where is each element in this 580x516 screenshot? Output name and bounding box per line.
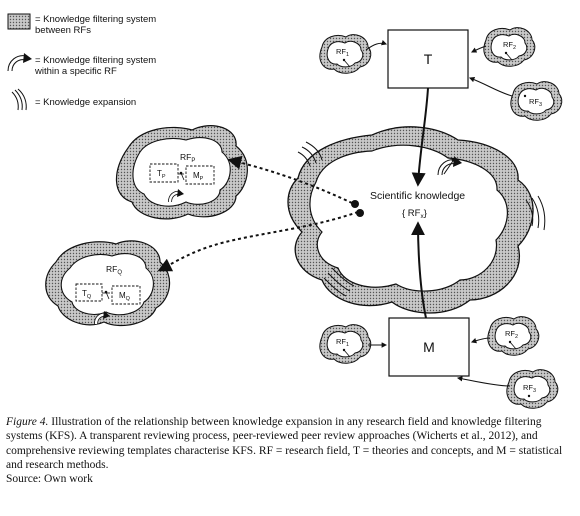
theory-box-label: T [424, 51, 433, 67]
rf-p-label: RFP [180, 152, 195, 164]
small-rf-t1: RF1 [319, 34, 372, 74]
expansion-waves-center-bottom [323, 267, 355, 297]
methods-box-label: M [423, 339, 435, 355]
scientific-knowledge-field: Scientific knowledge { RFx} [287, 126, 546, 314]
svg-text:TQ: TQ [82, 289, 92, 300]
rf-q-filter-icon [94, 311, 110, 325]
svg-text:RF2: RF2 [505, 329, 518, 340]
svg-text:RF3: RF3 [529, 97, 542, 108]
small-rf-t2: RF2 [483, 27, 536, 67]
center-to-rf-q-arrow [157, 211, 359, 272]
rf-p-field: RFP TP MP [115, 125, 248, 220]
rf1-to-theory-arrow [365, 40, 388, 51]
legend-item-2-line1: = Knowledge filtering system [35, 55, 156, 66]
figure-caption: Figure 4. Illustration of the relationsh… [6, 415, 574, 486]
svg-text:RF2: RF2 [503, 40, 516, 51]
methods-box: M [388, 317, 470, 377]
expansion-waves-center-right [525, 195, 546, 231]
small-rf-t3: RF3 [510, 81, 563, 121]
svg-text:TP: TP [157, 169, 166, 180]
small-rf-m1: RF1 [319, 324, 372, 364]
scientific-knowledge-label: Scientific knowledge [370, 190, 465, 202]
caption-text: Illustration of the relationship between… [6, 416, 563, 471]
figure-label: Figure 4. [6, 416, 49, 428]
legend-item-1-line2: between RFs [35, 25, 91, 36]
caption-source: Source: Own work [6, 473, 93, 486]
dotted-zone-icon [7, 13, 31, 30]
center-rf-label: { RFx} [402, 208, 427, 220]
legend: = Knowledge filtering system between RFs… [7, 13, 156, 111]
svg-text:MQ: MQ [119, 291, 131, 302]
rf-q-label: RFQ [106, 264, 122, 276]
expansion-waves-icon [11, 88, 27, 111]
svg-text:RF1: RF1 [336, 47, 349, 58]
rf-p-filter-icon [168, 189, 184, 203]
connection-node-1 [351, 200, 359, 208]
methods-to-center-arrow [411, 221, 427, 319]
expansion-waves-center-left [297, 141, 323, 167]
curved-arrow-icon [7, 53, 32, 72]
rf2-to-methods-arrow [470, 337, 491, 344]
rf2-to-theory-arrow [471, 45, 487, 53]
rf3-to-theory-arrow [468, 76, 513, 97]
legend-item-1-line1: = Knowledge filtering system [35, 14, 156, 25]
rf3-to-methods-arrow [456, 376, 511, 387]
svg-text:RF1: RF1 [336, 337, 349, 348]
svg-text:MP: MP [193, 171, 204, 182]
small-rf-m2: RF2 [487, 316, 540, 356]
legend-item-2-line2: within a specific RF [34, 66, 117, 77]
svg-text:RF3: RF3 [523, 383, 536, 394]
relationship-diagram: = Knowledge filtering system between RFs… [7, 13, 563, 409]
legend-item-3: = Knowledge expansion [35, 97, 136, 108]
rf-q-field: RFQ TQ MQ [45, 240, 171, 327]
center-to-rf-p-arrow [227, 155, 353, 204]
connection-node-2 [356, 209, 364, 217]
theory-to-center-arrow [411, 87, 429, 187]
small-rf-m3: RF3 [506, 369, 559, 409]
theory-box: T [387, 29, 469, 89]
